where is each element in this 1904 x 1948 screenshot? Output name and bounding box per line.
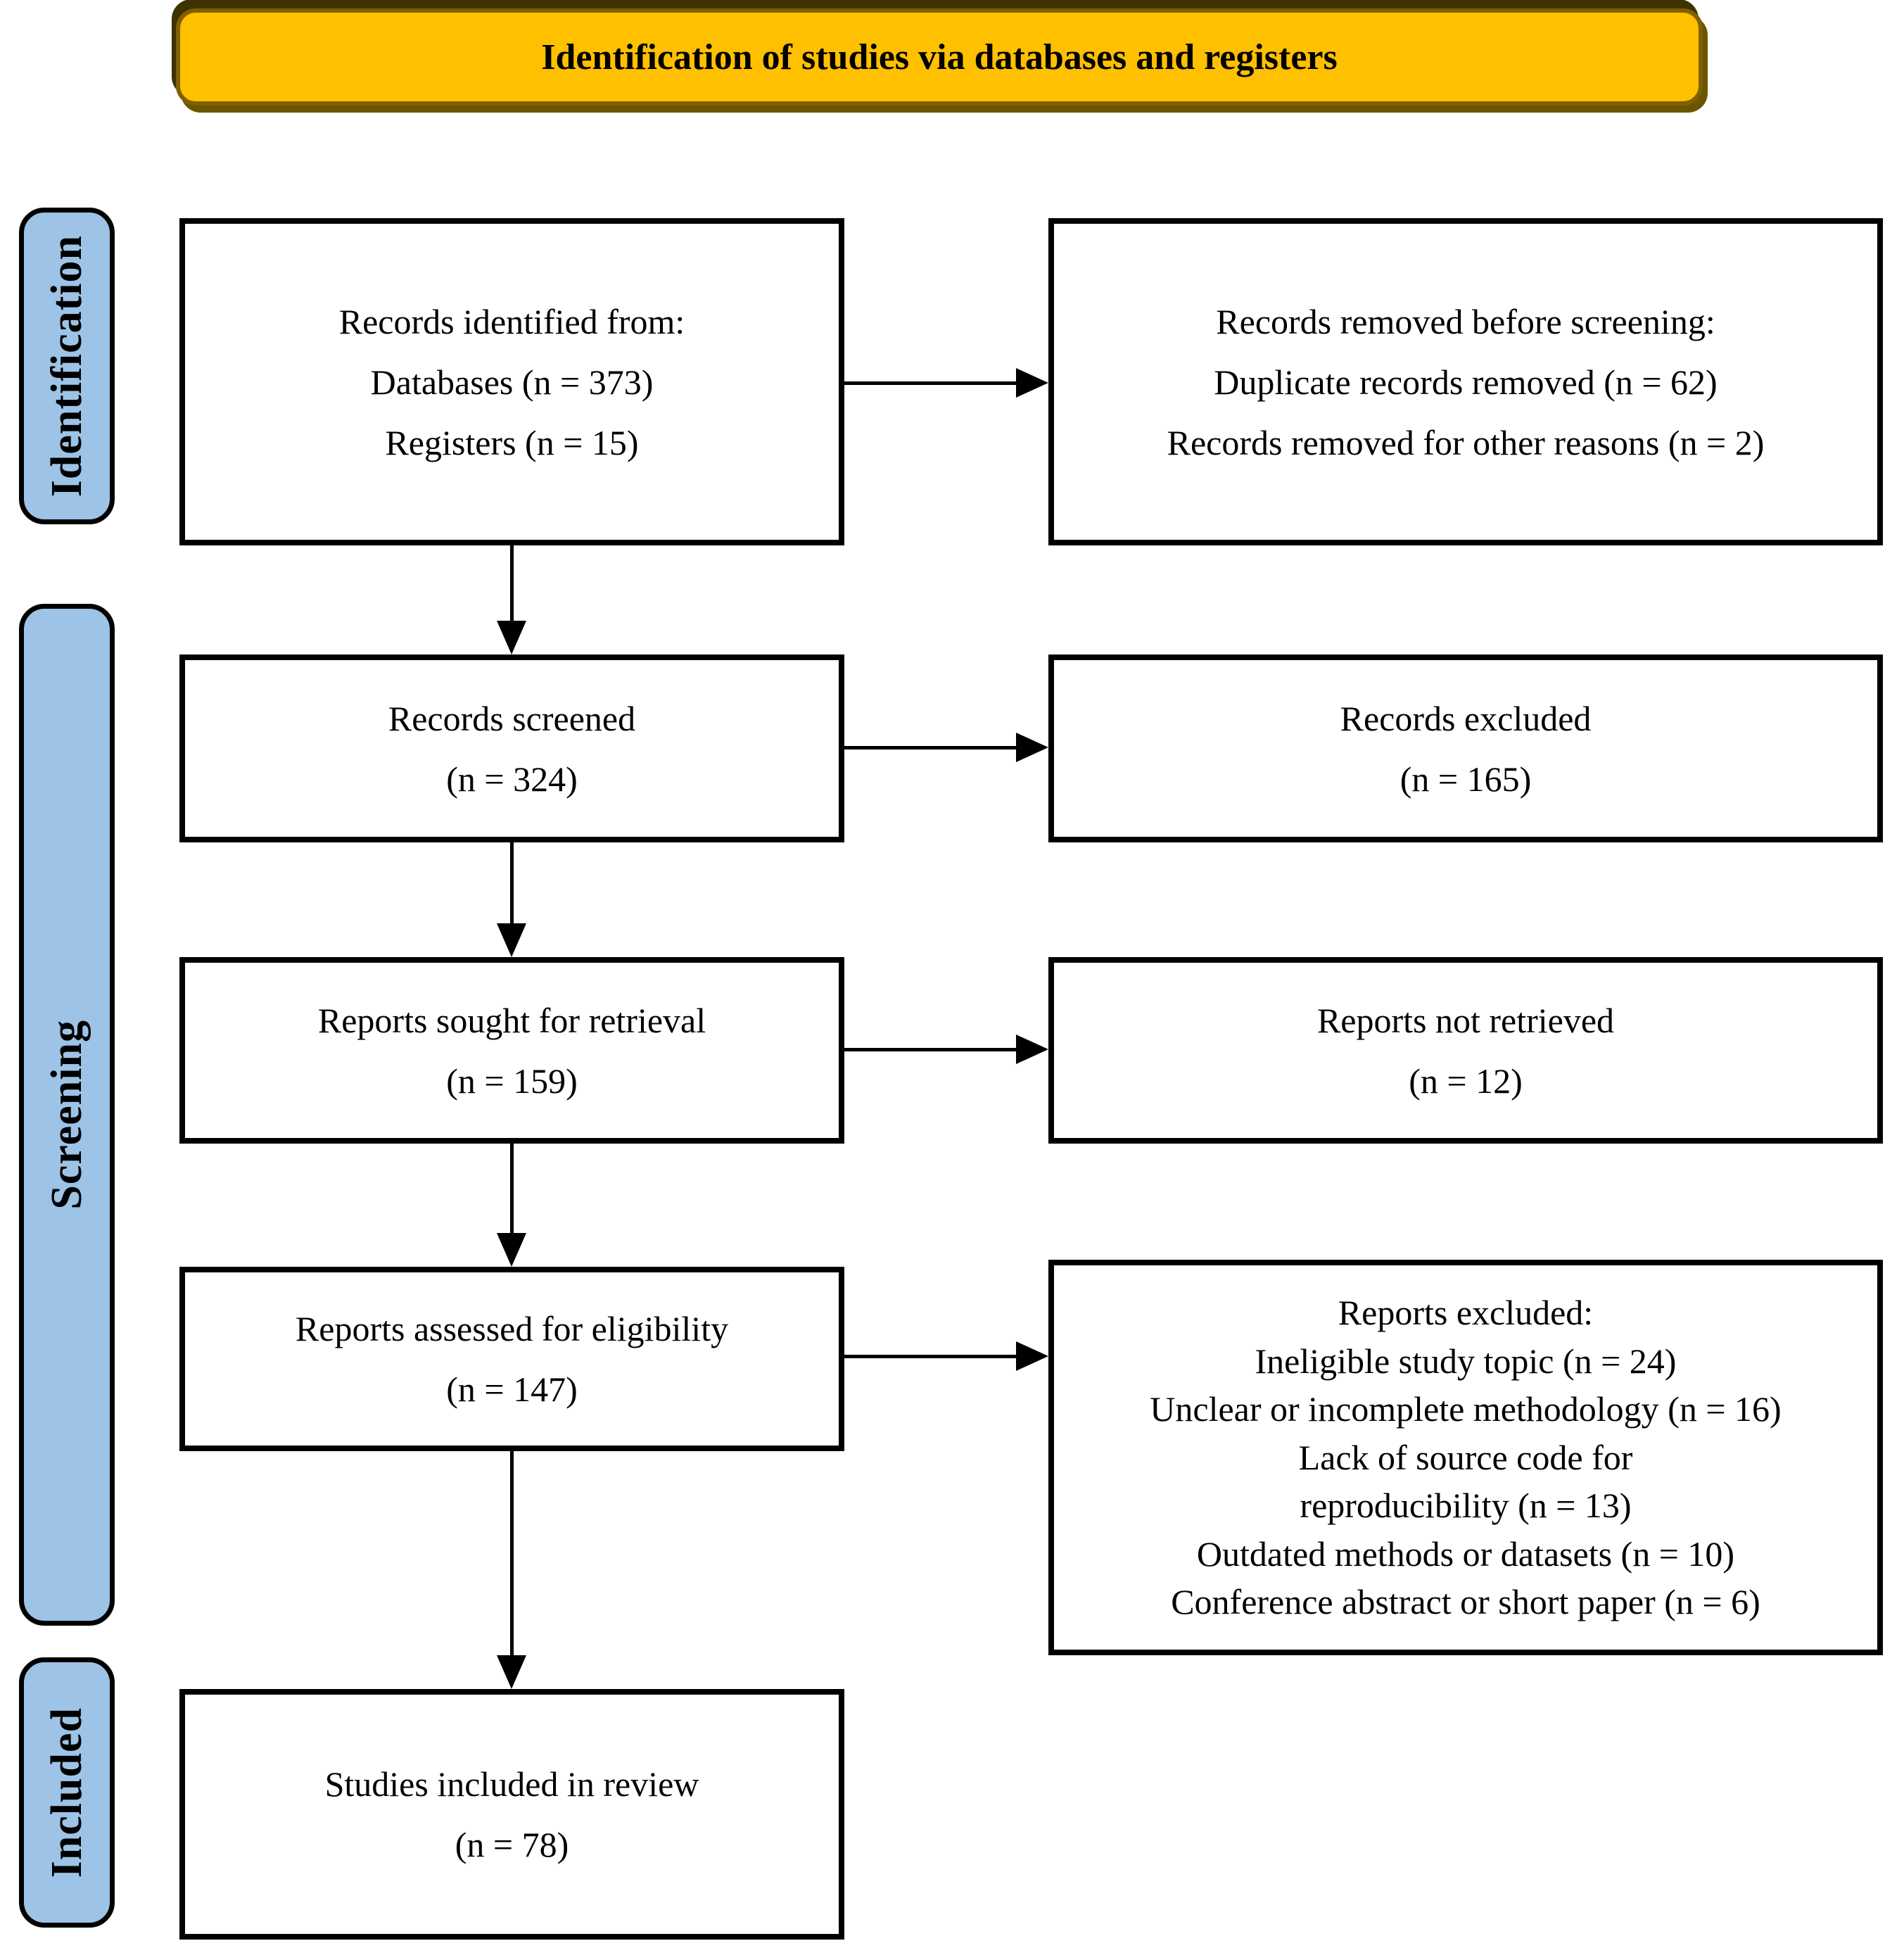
text-line: Records screened [388,698,636,738]
arrow-head-icon [1016,733,1048,762]
box-studies-included-text: Studies included in review (n = 78) [185,1754,839,1875]
stage-included: Included [19,1657,115,1928]
text-line: (n = 159) [446,1061,578,1101]
stage-screening-label: Screening [42,1020,91,1210]
arrow-identified-to-screened [496,545,527,654]
box-records-removed: Records removed before screening: Duplica… [1048,218,1883,545]
arrow-head-icon [497,1655,526,1689]
box-reports-not-retrieved: Reports not retrieved (n = 12) [1048,957,1883,1144]
text-line: Duplicate records removed (n = 62) [1214,362,1718,402]
box-records-screened-text: Records screened (n = 324) [185,688,839,809]
box-reports-sought: Reports sought for retrieval (n = 159) [179,957,844,1144]
arrow-line [844,746,1016,750]
arrow-head-icon [497,1233,526,1267]
arrow-line [510,1451,514,1655]
text-line: (n = 12) [1409,1061,1523,1101]
stage-identification: Identification [19,208,115,524]
arrow-assessed-to-included [496,1451,527,1689]
box-reports-excluded: Reports excluded: Ineligible study topic … [1048,1260,1883,1655]
arrow-screened-to-excluded [844,732,1048,764]
box-records-excluded: Records excluded (n = 165) [1048,654,1883,842]
arrow-sought-to-not-retrieved [844,1034,1048,1066]
text-line: Databases (n = 373) [370,362,654,402]
text-line: Studies included in review [324,1764,699,1804]
title-banner-label: Identification of studies via databases … [541,37,1338,77]
arrow-head-icon [497,621,526,654]
arrow-sought-to-assessed [496,1144,527,1267]
box-studies-included: Studies included in review (n = 78) [179,1689,844,1940]
text-line: Outdated methods or datasets (n = 10) [1196,1533,1735,1574]
text-line: Conference abstract or short paper (n = … [1171,1582,1760,1622]
arrow-line [844,1048,1016,1051]
arrow-line [844,381,1016,385]
arrow-assessed-to-reports-excluded [844,1341,1048,1373]
text-line: Lack of source code for [1298,1437,1633,1477]
arrow-head-icon [1016,1341,1048,1371]
box-records-identified-text: Records identified from: Databases (n = 3… [185,291,839,473]
box-records-excluded-text: Records excluded (n = 165) [1054,688,1877,809]
text-line: Registers (n = 15) [385,422,639,462]
box-reports-sought-text: Reports sought for retrieval (n = 159) [185,990,839,1111]
stage-identification-label: Identification [42,234,91,498]
arrow-head-icon [497,923,526,957]
arrow-line [510,842,514,923]
arrow-line [510,1144,514,1233]
text-line: Records removed before screening: [1216,301,1715,341]
text-line: Reports excluded: [1338,1293,1594,1333]
text-line: Records removed for other reasons (n = 2… [1167,422,1765,462]
stage-included-label: Included [42,1707,91,1878]
box-records-identified: Records identified from: Databases (n = 3… [179,218,844,545]
text-line: Unclear or incomplete methodology (n = 1… [1150,1389,1782,1429]
arrow-line [510,545,514,621]
text-line: Reports sought for retrieval [317,1000,706,1040]
stage-screening: Screening [19,604,115,1626]
box-reports-assessed: Reports assessed for eligibility (n = 147… [179,1267,844,1451]
box-reports-assessed-text: Reports assessed for eligibility (n = 147… [185,1298,839,1419]
text-line: Reports not retrieved [1316,1000,1615,1040]
text-line: Ineligible study topic (n = 24) [1255,1341,1677,1381]
box-records-screened: Records screened (n = 324) [179,654,844,842]
text-line: (n = 147) [446,1370,578,1409]
box-reports-excluded-text: Reports excluded: Ineligible study topic … [1054,1289,1877,1626]
box-reports-not-retrieved-text: Reports not retrieved (n = 12) [1054,990,1877,1111]
title-banner: Identification of studies via databases … [176,8,1703,106]
text-line: Records identified from: [338,301,685,341]
text-line: Records excluded [1340,698,1592,738]
text-line: reproducibility (n = 13) [1300,1486,1632,1526]
box-records-removed-text: Records removed before screening: Duplica… [1054,291,1877,473]
text-line: (n = 78) [455,1825,569,1864]
arrow-identified-to-removed [844,367,1048,400]
arrow-head-icon [1016,1035,1048,1064]
text-line: (n = 324) [446,759,578,799]
text-line: Reports assessed for eligibility [295,1309,729,1348]
arrow-screened-to-sought [496,842,527,957]
arrow-line [844,1355,1016,1358]
text-line: (n = 165) [1400,759,1532,799]
arrow-head-icon [1016,368,1048,398]
